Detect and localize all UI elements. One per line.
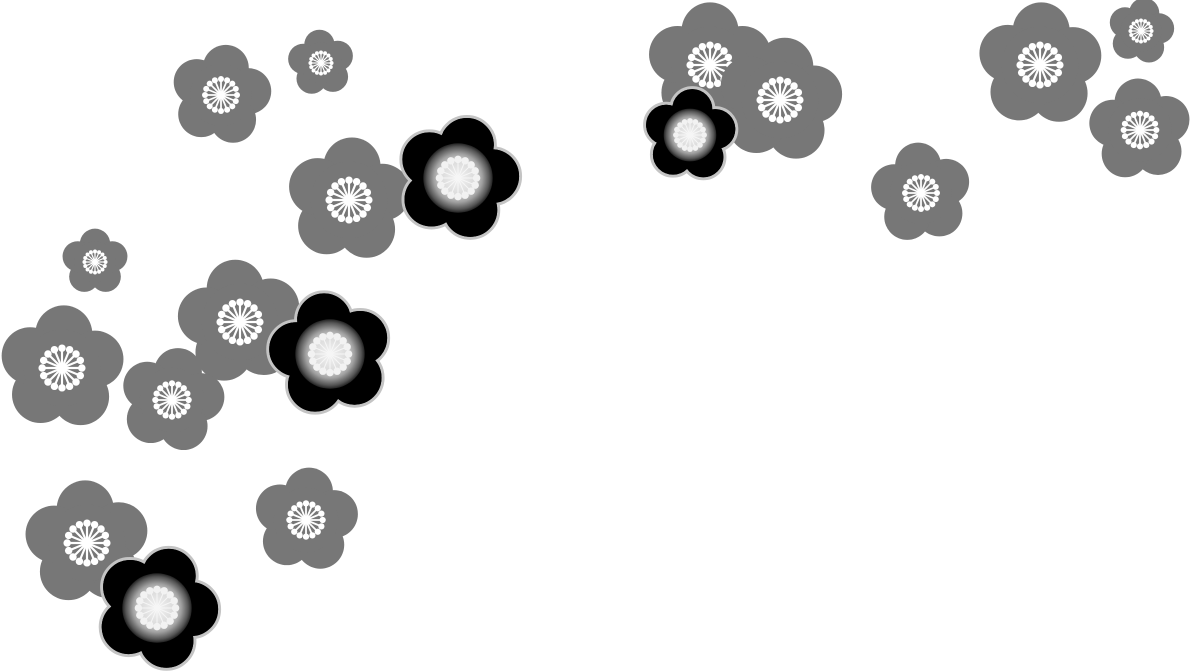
gray-plum-blossom xyxy=(255,467,358,569)
stamen-cluster xyxy=(82,249,108,275)
black-plum-blossom xyxy=(98,545,222,671)
stamen-cluster xyxy=(1016,41,1064,89)
stamen-ring xyxy=(134,585,180,631)
black-plum-blossom xyxy=(643,86,739,181)
stamen-cluster xyxy=(216,298,264,346)
stamen-ring xyxy=(307,331,353,377)
gray-plum-blossom xyxy=(1089,78,1190,178)
stamen-ring xyxy=(673,118,707,152)
stamen-cluster xyxy=(1128,18,1154,44)
black-plum-blossom xyxy=(399,115,523,240)
stamen-cluster xyxy=(1120,110,1160,150)
black-plum-blossom xyxy=(266,290,391,415)
gray-plum-blossom xyxy=(123,348,225,451)
gray-plum-blossom xyxy=(720,37,843,159)
gray-plum-blossom xyxy=(288,29,353,94)
stamen-cluster xyxy=(286,500,326,540)
stamen-cluster xyxy=(902,174,940,212)
stamen-cluster xyxy=(152,380,192,420)
stamen-cluster xyxy=(756,76,804,124)
stamen-cluster xyxy=(325,176,373,224)
gray-plum-blossom xyxy=(25,480,148,601)
stamen-cluster xyxy=(202,76,240,114)
gray-plum-blossom xyxy=(1109,0,1175,63)
gray-plum-blossom xyxy=(289,137,411,258)
stamen-cluster xyxy=(308,50,334,76)
gray-plum-blossom xyxy=(62,228,128,292)
gray-plum-blossom xyxy=(173,44,272,143)
gray-plum-blossom xyxy=(1,305,124,426)
gray-plum-blossom xyxy=(979,2,1102,122)
stamen-cluster xyxy=(38,344,86,392)
gray-plum-blossom xyxy=(871,142,970,240)
stamen-cluster xyxy=(63,519,111,567)
stamen-ring xyxy=(435,155,481,201)
